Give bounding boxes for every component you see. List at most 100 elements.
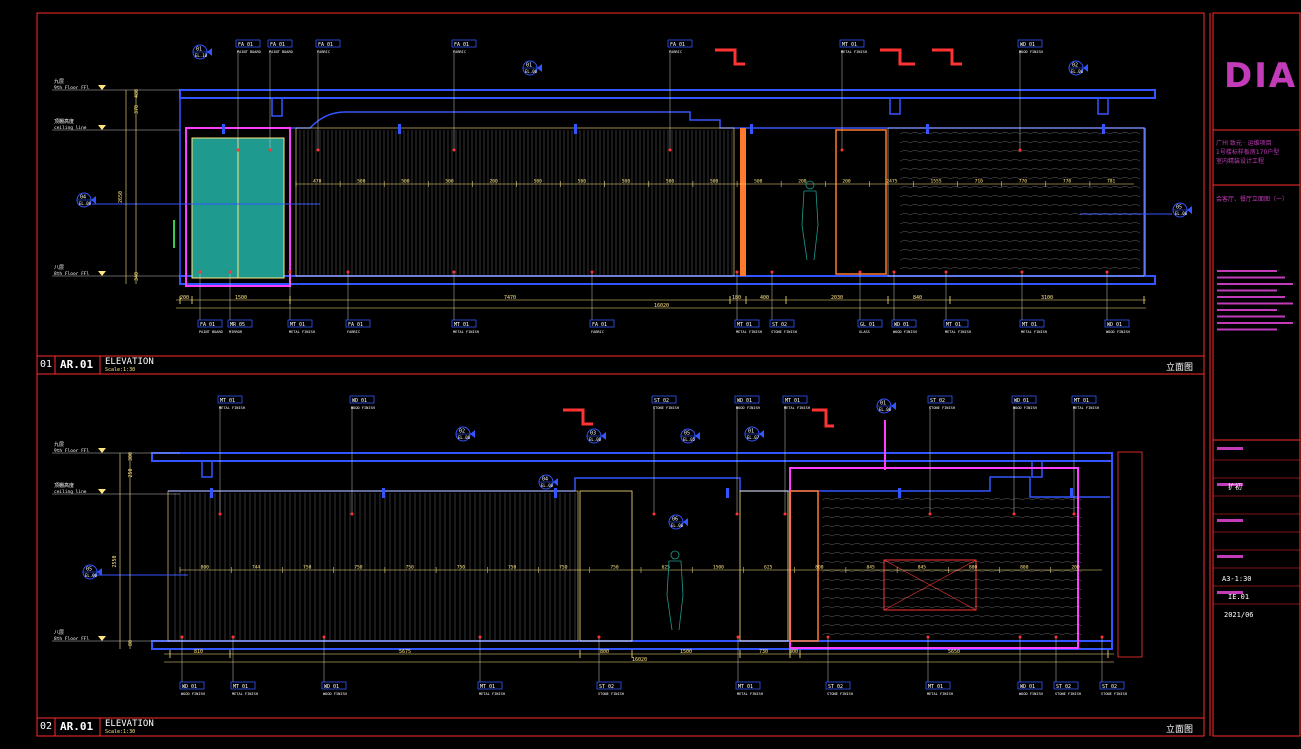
wave-line <box>821 579 1083 582</box>
dim-value: 500 <box>357 179 366 185</box>
panel-1-cn-title: 立面图 <box>1166 363 1194 373</box>
fixing-marker <box>898 488 901 498</box>
dim-value: 1500 <box>680 649 692 655</box>
wave-line <box>821 534 1083 537</box>
tag-box <box>1017 681 1043 690</box>
dim-value: 750 <box>559 565 568 571</box>
level-triangle-icon <box>98 85 106 90</box>
tag-desc: STONE FINISH <box>653 406 679 410</box>
tag-code: FA 01 <box>318 42 333 48</box>
level-triangle-icon <box>98 125 106 130</box>
dim-value: 625 <box>662 565 671 571</box>
tag-box <box>1017 39 1043 48</box>
bubble-ref: EL.06 <box>589 437 602 442</box>
wave-line <box>899 231 1141 234</box>
tag-code: WD 01 <box>894 322 909 328</box>
dim-value: 750 <box>508 565 517 571</box>
wave-line <box>821 597 1083 600</box>
title-block-field-label <box>1217 591 1243 594</box>
dim-value: 200 <box>798 179 807 185</box>
elevation-2-walls <box>92 408 1143 658</box>
dim-value: 744 <box>252 565 261 571</box>
bubble-number: 04 <box>542 477 548 483</box>
bubble-ref: EL.06 <box>525 69 538 74</box>
tag-box <box>287 319 313 328</box>
dim-value: 1500 <box>713 565 724 571</box>
dim-value: 750 <box>457 565 466 571</box>
dim-value: 500 <box>754 179 763 185</box>
tag-box <box>651 395 677 404</box>
leader-dot <box>736 635 740 639</box>
tag-box <box>321 681 347 690</box>
tag-code: MT 01 <box>737 322 752 328</box>
bubble-ref: EL.06 <box>671 523 684 528</box>
dim-value: 800 <box>600 649 609 655</box>
wave-line <box>899 249 1141 252</box>
dim-value: 500 <box>534 179 543 185</box>
wave-line <box>821 543 1083 546</box>
bubble-ref: EL.06 <box>541 483 554 488</box>
level-en-label: 9th Floor FFl <box>54 85 90 91</box>
tag-code: ST 02 <box>1056 684 1071 690</box>
tag-code: ST 02 <box>599 684 614 690</box>
leader-dot <box>1020 270 1024 274</box>
fixing-marker <box>1070 488 1073 498</box>
overall-dim-value: 16020 <box>654 303 669 309</box>
fixing-marker <box>210 488 213 498</box>
tag-desc: STONE FINISH <box>771 330 797 334</box>
tag-box <box>1011 395 1037 404</box>
leader-dot <box>1054 635 1058 639</box>
tag-desc: WOOD FINISH <box>736 406 760 410</box>
dim-value: 2030 <box>831 295 843 301</box>
leader-dot <box>735 512 739 516</box>
title-block-stripe <box>1217 289 1277 292</box>
leader-dot <box>350 512 354 516</box>
leader-dot <box>668 148 672 152</box>
tag-desc: PAINT BOARD <box>199 330 223 334</box>
dim-value: 180 <box>732 295 741 301</box>
panel-1-scale: Scale:1:30 <box>105 367 136 373</box>
tag-code: WD 01 <box>737 398 752 404</box>
dim-value: 7470 <box>504 295 516 301</box>
level-cn-label: 八层 <box>54 630 64 636</box>
bubble-ref: EL.06 <box>79 201 92 206</box>
tag-code: WD 01 <box>1107 322 1122 328</box>
bubble-number: 01 <box>526 63 532 69</box>
stone-wave-2 <box>821 498 1083 636</box>
wave-line <box>899 159 1141 162</box>
tag-desc: FABRIC <box>591 330 604 334</box>
project-name-2: 1号楼标样板房170户型 <box>1216 149 1280 156</box>
fixing-marker <box>382 488 385 498</box>
tag-code: ST 02 <box>1102 684 1117 690</box>
leader-dot <box>770 270 774 274</box>
wave-line <box>821 570 1083 573</box>
bubble-number: 01 <box>748 429 754 435</box>
tag-box <box>927 395 953 404</box>
leader-dot <box>826 635 830 639</box>
tag-desc: WOOD FINISH <box>1013 406 1037 410</box>
tag-desc: WOOD FINISH <box>181 692 205 696</box>
sheet-date: 2021/06 <box>1224 611 1254 619</box>
title-block-stripe <box>1217 309 1277 311</box>
tag-box <box>667 39 693 48</box>
title-block-stripe <box>1217 283 1293 285</box>
level-en-label: ceiling line <box>54 489 87 495</box>
wave-line <box>821 561 1083 564</box>
bubble-arrow-icon <box>1083 64 1088 72</box>
left-dim-value: 480 <box>134 89 140 98</box>
level-en-label: ceiling line <box>54 125 87 131</box>
